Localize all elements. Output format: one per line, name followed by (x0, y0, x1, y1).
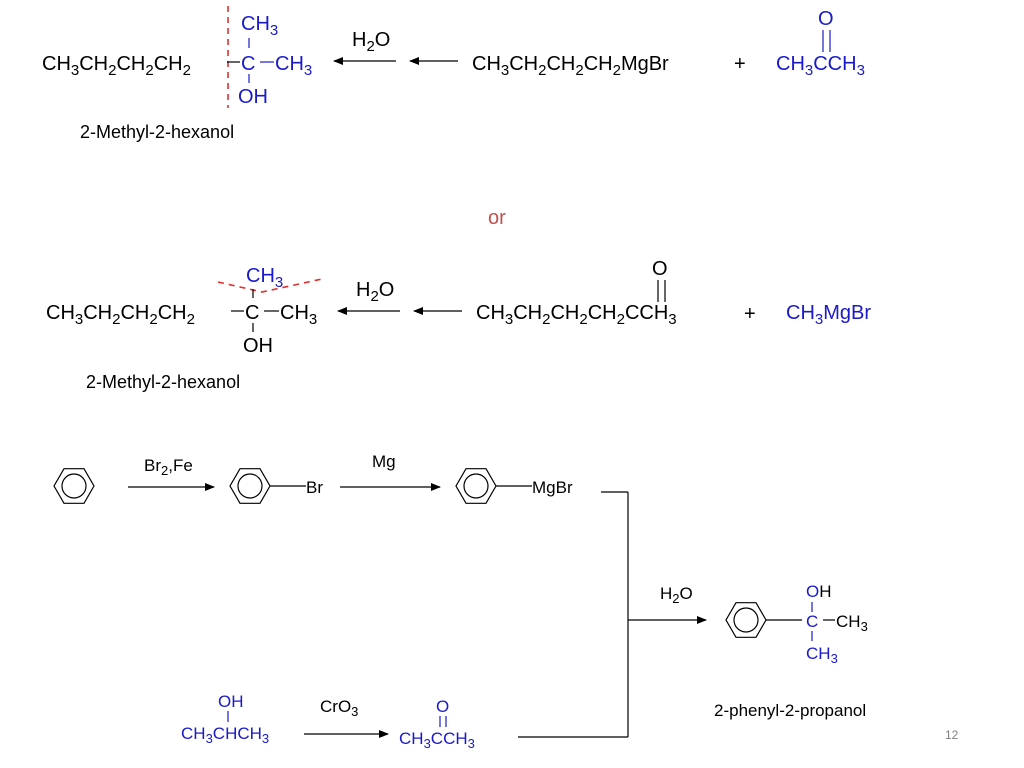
disconnection-line (217, 278, 323, 293)
hydroxyl: OH (806, 582, 832, 601)
methyl-grignard: CH3MgBr (786, 302, 871, 328)
methyl-right: CH3 (836, 612, 868, 634)
reagent-oxidant: CrO3 (320, 697, 358, 719)
product-chain: CH3CH2CH2CH2 (46, 302, 195, 328)
plus-sign: + (744, 303, 756, 325)
reagent-bromine: Br2,Fe (144, 456, 193, 478)
or-separator: or (488, 207, 506, 229)
carbonyl-oxygen: O (818, 8, 834, 30)
product-chain: CH3CH2CH2CH2 (42, 53, 191, 79)
bromobenzene-ring (229, 468, 271, 504)
central-carbon: C (241, 53, 255, 75)
phenyl-grignard-ring (455, 468, 497, 504)
central-carbon: C (245, 302, 259, 324)
methyl-right: CH3 (280, 302, 317, 328)
product-name: 2-Methyl-2-hexanol (86, 372, 240, 392)
benzene-ring (53, 468, 95, 504)
methyl-right: CH3 (275, 53, 312, 79)
mgbr-group: MgBr (532, 478, 573, 497)
page-number: 12 (945, 728, 959, 742)
route-2: CH3CH2CH2CH2 C CH3 CH3 OH 2-Methyl-2-hex… (46, 258, 871, 392)
bromine-atom: Br (306, 478, 323, 497)
product-name: 2-phenyl-2-propanol (714, 701, 866, 720)
product-phenyl-ring (725, 602, 767, 638)
reagent-water: H2O (356, 279, 394, 305)
alcohol-hydroxyl: OH (218, 692, 244, 711)
product-name: 2-Methyl-2-hexanol (80, 122, 234, 142)
acetone: CH3CCH3 (776, 53, 865, 79)
route-1: CH3CH2CH2CH2 C CH3 CH3 OH 2-Methyl-2-hex… (42, 6, 865, 142)
methyl-bottom: CH3 (806, 644, 838, 666)
ketone: CH3CH2CH2CH2CCH3 (476, 302, 677, 328)
grignard-reagent: CH3CH2CH2CH2MgBr (472, 53, 669, 79)
plus-sign: + (734, 53, 746, 75)
methyl-top: CH3 (241, 13, 278, 39)
central-carbon: C (806, 612, 818, 631)
hydroxyl: OH (238, 86, 268, 108)
carbonyl-oxygen: O (652, 258, 668, 280)
acetone-oxygen: O (436, 697, 449, 716)
hydroxyl: OH (243, 335, 273, 357)
isopropanol: CH3CHCH3 (181, 724, 269, 746)
reagent-water: H2O (352, 29, 390, 55)
reagent-water: H2O (660, 584, 693, 606)
reagent-magnesium: Mg (372, 452, 396, 471)
methyl-top: CH3 (246, 265, 283, 291)
route-3: Br2,Fe Br Mg MgBr H2O C CH3 (53, 452, 868, 751)
acetone: CH3CCH3 (399, 729, 475, 751)
